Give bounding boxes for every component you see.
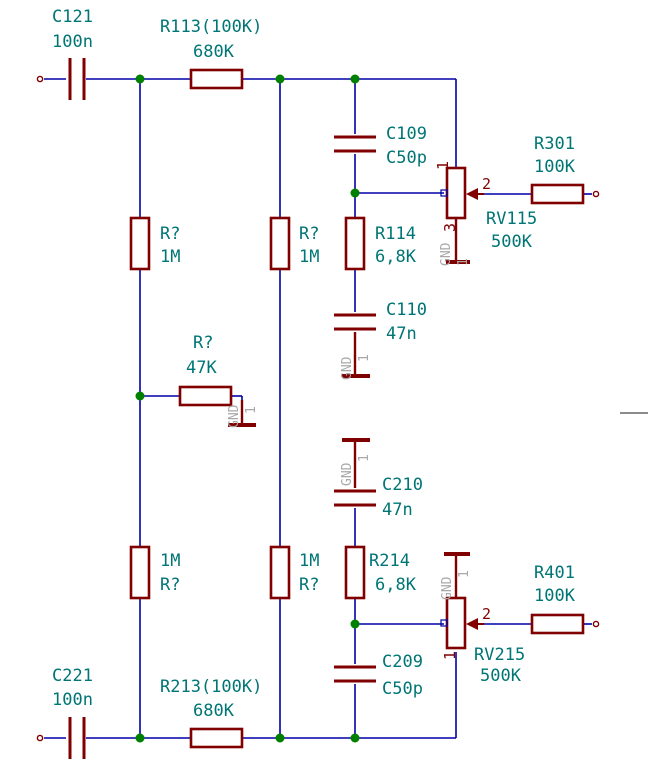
r-mid-bottom-value: 1M — [299, 551, 319, 571]
rv215-pin1: 1 — [441, 651, 459, 660]
input-terminal[interactable] — [36, 75, 44, 83]
r-left-bottom-value: 1M — [160, 551, 180, 571]
c109-value: C50p — [386, 148, 427, 168]
gnd-label: GND — [340, 356, 355, 380]
ground-symbol-rv115 — [446, 218, 470, 264]
r214-ref: R214 — [369, 551, 410, 571]
ground-symbol-c210 — [342, 438, 370, 488]
c221-ref: C221 — [52, 666, 93, 686]
resistor-r213[interactable] — [189, 727, 244, 749]
capacitor-c210[interactable] — [334, 489, 376, 507]
gnd-pin-label: 1 — [357, 454, 372, 462]
pin-numbers: 1 2 3 2 1 — [434, 161, 491, 660]
c110-value: 47n — [386, 324, 417, 344]
r114-value: 6,8K — [375, 247, 417, 267]
rv115-ref: RV115 — [486, 209, 537, 229]
r-mid-top-ref: R? — [299, 224, 319, 244]
r-mid-top-value: 1M — [299, 247, 319, 267]
output-terminal[interactable] — [592, 620, 600, 628]
r113-value: 680K — [193, 42, 235, 62]
junctions — [135, 74, 360, 743]
junction-dot — [275, 74, 285, 84]
c209-value: C50p — [382, 679, 423, 699]
junction-dot — [350, 74, 360, 84]
c109-ref: C109 — [386, 124, 427, 144]
rv215-pin2: 2 — [482, 605, 491, 623]
input-terminal[interactable] — [36, 734, 44, 742]
capacitor-c110[interactable] — [334, 313, 376, 331]
r47k-ref: R? — [193, 333, 213, 353]
resistor-r-left-bottom[interactable] — [129, 545, 151, 600]
ground-symbol-rv215 — [444, 552, 470, 598]
r214-value: 6,8K — [375, 575, 417, 595]
gnd-pin-label: 1 — [357, 354, 372, 362]
wires — [44, 78, 648, 739]
capacitor-c221[interactable] — [68, 717, 86, 759]
resistor-r-mid-top[interactable] — [269, 216, 291, 271]
rv215-ref: RV215 — [474, 645, 525, 665]
resistor-r214[interactable] — [344, 545, 366, 600]
capacitor-c121[interactable] — [68, 58, 86, 100]
ground-symbol-r47k — [228, 400, 256, 427]
r213-ref: R213(100K) — [160, 677, 262, 697]
r301-ref: R301 — [534, 134, 575, 154]
junction-dot — [350, 188, 360, 198]
r401-ref: R401 — [534, 563, 575, 583]
gnd-label: GND — [340, 462, 355, 486]
gnd-label: GND — [439, 242, 454, 266]
junction-dot — [135, 74, 145, 84]
resistor-r301[interactable] — [530, 183, 585, 205]
r-left-top-value: 1M — [160, 247, 180, 267]
resistor-r47k[interactable] — [178, 385, 233, 407]
gnd-labels: GND 1 GND 1 GND 1 GND 1 GND 1 — [227, 242, 472, 600]
resistor-r114[interactable] — [344, 216, 366, 271]
gnd-pin-label: 1 — [457, 570, 472, 578]
rv115-pin3: 3 — [441, 223, 459, 232]
c209-ref: C209 — [382, 652, 423, 672]
gnd-pin-label: 1 — [456, 258, 471, 266]
junction-dot — [350, 733, 360, 743]
labels: C121 100n R113(100K) 680K C109 C50p R301… — [52, 7, 576, 721]
r-mid-bottom-ref: R? — [299, 575, 319, 595]
gnd-label: GND — [227, 404, 242, 428]
r47k-value: 47K — [186, 358, 217, 378]
r213-value: 680K — [193, 701, 235, 721]
r301-value: 100K — [534, 157, 576, 177]
r-left-top-ref: R? — [160, 224, 180, 244]
rv115-value: 500K — [491, 232, 533, 252]
r401-value: 100K — [534, 586, 576, 606]
c210-ref: C210 — [382, 475, 423, 495]
r-left-bottom-ref: R? — [160, 575, 180, 595]
capacitor-c109[interactable] — [334, 135, 376, 153]
resistor-r-mid-bottom[interactable] — [269, 545, 291, 600]
junction-dot — [275, 733, 285, 743]
r113-ref: R113(100K) — [160, 17, 262, 37]
gnd-label: GND — [440, 576, 455, 600]
rv115-pin1: 1 — [434, 161, 452, 170]
c210-value: 47n — [382, 500, 413, 520]
junction-dot — [135, 733, 145, 743]
junction-dot — [350, 619, 360, 629]
capacitor-c209[interactable] — [334, 665, 376, 683]
rv215-value: 500K — [480, 666, 522, 686]
r114-ref: R114 — [375, 224, 416, 244]
output-terminal[interactable] — [592, 190, 600, 198]
c121-value: 100n — [52, 32, 93, 52]
junction-dot — [135, 391, 145, 401]
ground-symbol-c110 — [342, 332, 370, 378]
potentiometer-rv215[interactable] — [440, 596, 484, 650]
resistor-r401[interactable] — [530, 613, 585, 635]
resistor-r113[interactable] — [189, 68, 244, 90]
gnd-pin-label: 1 — [244, 406, 259, 414]
resistor-r-left-top[interactable] — [129, 216, 151, 271]
c221-value: 100n — [52, 690, 93, 710]
rv115-pin2: 2 — [482, 175, 491, 193]
c110-ref: C110 — [386, 300, 427, 320]
terminals — [36, 75, 600, 742]
c121-ref: C121 — [52, 7, 93, 27]
